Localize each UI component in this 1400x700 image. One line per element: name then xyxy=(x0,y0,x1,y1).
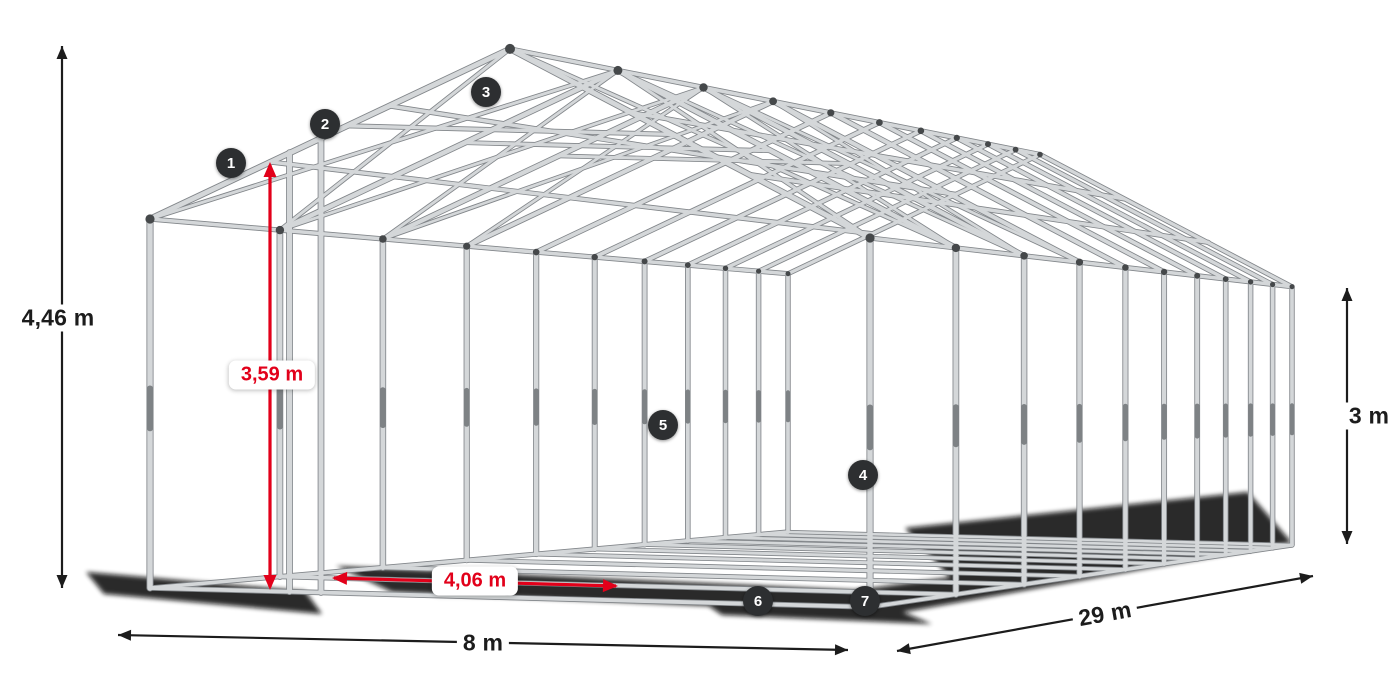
total-height-label: 4,46 m xyxy=(15,304,101,332)
marker-5[interactable]: 5 xyxy=(648,410,678,440)
marker-3[interactable]: 3 xyxy=(471,77,501,107)
marker-3-label: 3 xyxy=(481,83,491,101)
frame-connectors xyxy=(145,43,1295,451)
inner-height-label: 3,59 m xyxy=(228,360,316,390)
marker-4[interactable]: 4 xyxy=(848,460,878,490)
width-label: 8 m xyxy=(456,629,510,657)
marker-2[interactable]: 2 xyxy=(310,109,340,139)
marker-5-label: 5 xyxy=(658,416,668,434)
marker-7-label: 7 xyxy=(860,592,870,610)
marker-7[interactable]: 7 xyxy=(850,586,880,616)
marker-1[interactable]: 1 xyxy=(216,148,246,178)
marker-1-label: 1 xyxy=(226,154,236,172)
marker-6[interactable]: 6 xyxy=(743,586,773,616)
entrance-width-label: 4,06 m xyxy=(431,566,519,596)
marker-4-label: 4 xyxy=(858,466,868,484)
marker-6-label: 6 xyxy=(753,592,763,610)
marker-2-label: 2 xyxy=(320,115,330,133)
side-height-label: 3 m xyxy=(1342,402,1396,430)
